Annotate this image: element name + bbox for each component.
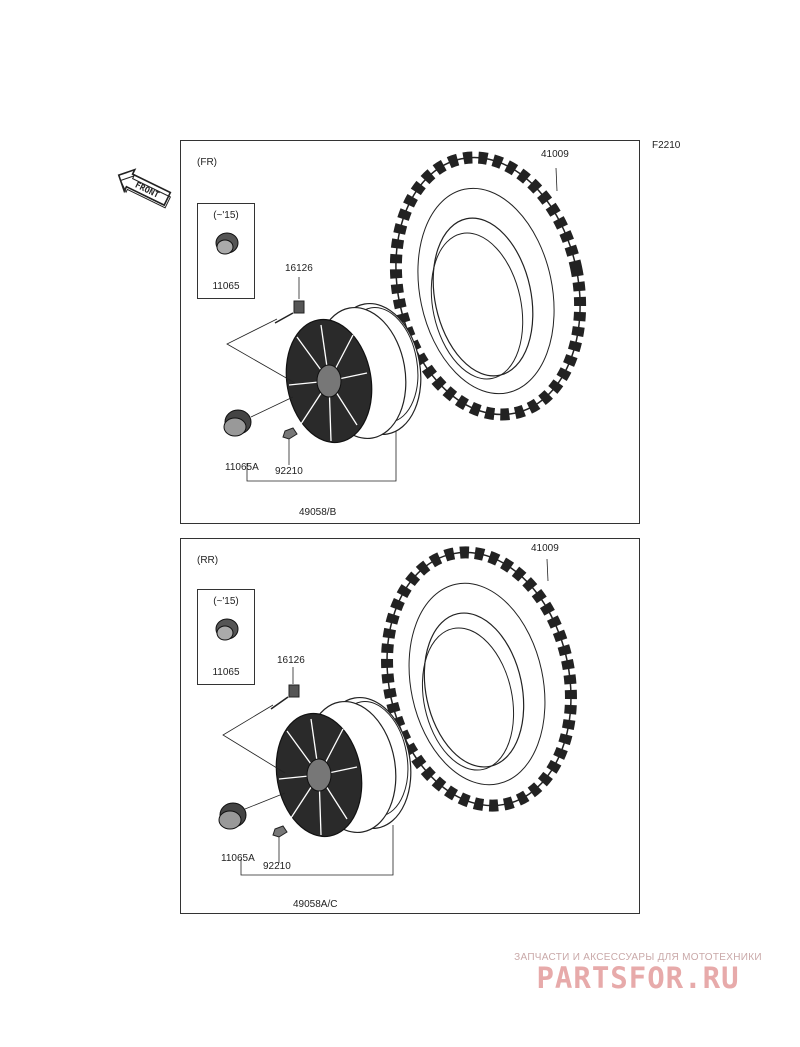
front-center-cap-icon <box>223 409 252 437</box>
front-section-label: (FR) <box>197 157 217 168</box>
rear-center-cap-icon <box>218 802 247 830</box>
rear-section-label: (RR) <box>197 555 219 566</box>
front-inset-cap-icon <box>215 232 239 255</box>
front-wheel-diagram <box>223 151 587 482</box>
front-wheel-section: (FR) (~'15) 11065 41009 16126 11065A 922… <box>180 140 640 524</box>
rear-valve-stem-icon <box>270 684 300 710</box>
rear-valve-part-number: 16126 <box>277 655 305 666</box>
rear-rim-icon <box>275 696 412 838</box>
rear-early-model-inset: (~'15) 11065 <box>197 589 255 685</box>
rear-inset-condition: (~'15) <box>213 596 239 607</box>
front-direction-arrow-icon: FRONT <box>117 168 172 209</box>
watermark-text: ЗАПЧАСТИ И АКСЕССУАРЫ ДЛЯ МОТОТЕХНИКИ <box>514 952 762 963</box>
rear-wheel-part-number: 49058A/C <box>293 899 338 910</box>
front-inset-part-number: 11065 <box>212 281 240 292</box>
front-lug-nut-icon <box>282 427 298 440</box>
watermark: ЗАПЧАСТИ И АКСЕССУАРЫ ДЛЯ МОТОТЕХНИКИ PA… <box>486 952 790 995</box>
rear-cap-part-number: 11065A <box>221 853 255 864</box>
rear-lug-nut-icon <box>272 825 288 838</box>
rear-inset-cap-icon <box>215 618 239 641</box>
front-rim-icon <box>285 302 422 444</box>
front-tire-icon <box>389 151 587 421</box>
front-wheel-part-number: 49058/B <box>299 507 337 518</box>
front-cap-part-number: 11065A <box>225 462 259 473</box>
rear-tire-part-number: 41009 <box>531 543 559 554</box>
rear-nut-part-number: 92210 <box>263 861 291 872</box>
rear-tire-icon <box>381 546 577 812</box>
front-valve-stem-icon <box>274 300 305 324</box>
page-code: F2210 <box>652 140 681 151</box>
front-tire-part-number: 41009 <box>541 149 569 160</box>
front-inset-condition: (~'15) <box>213 210 239 221</box>
front-nut-part-number: 92210 <box>275 466 303 477</box>
rear-inset-part-number: 11065 <box>212 667 240 678</box>
front-valve-part-number: 16126 <box>285 263 313 274</box>
watermark-logo: PARTSFOR.RU <box>536 961 740 995</box>
rear-wheel-section: (RR) (~'15) 11065 41009 16126 11065A 922… <box>180 538 640 914</box>
front-early-model-inset: (~'15) 11065 <box>197 203 255 299</box>
rear-wheel-diagram <box>218 546 577 876</box>
